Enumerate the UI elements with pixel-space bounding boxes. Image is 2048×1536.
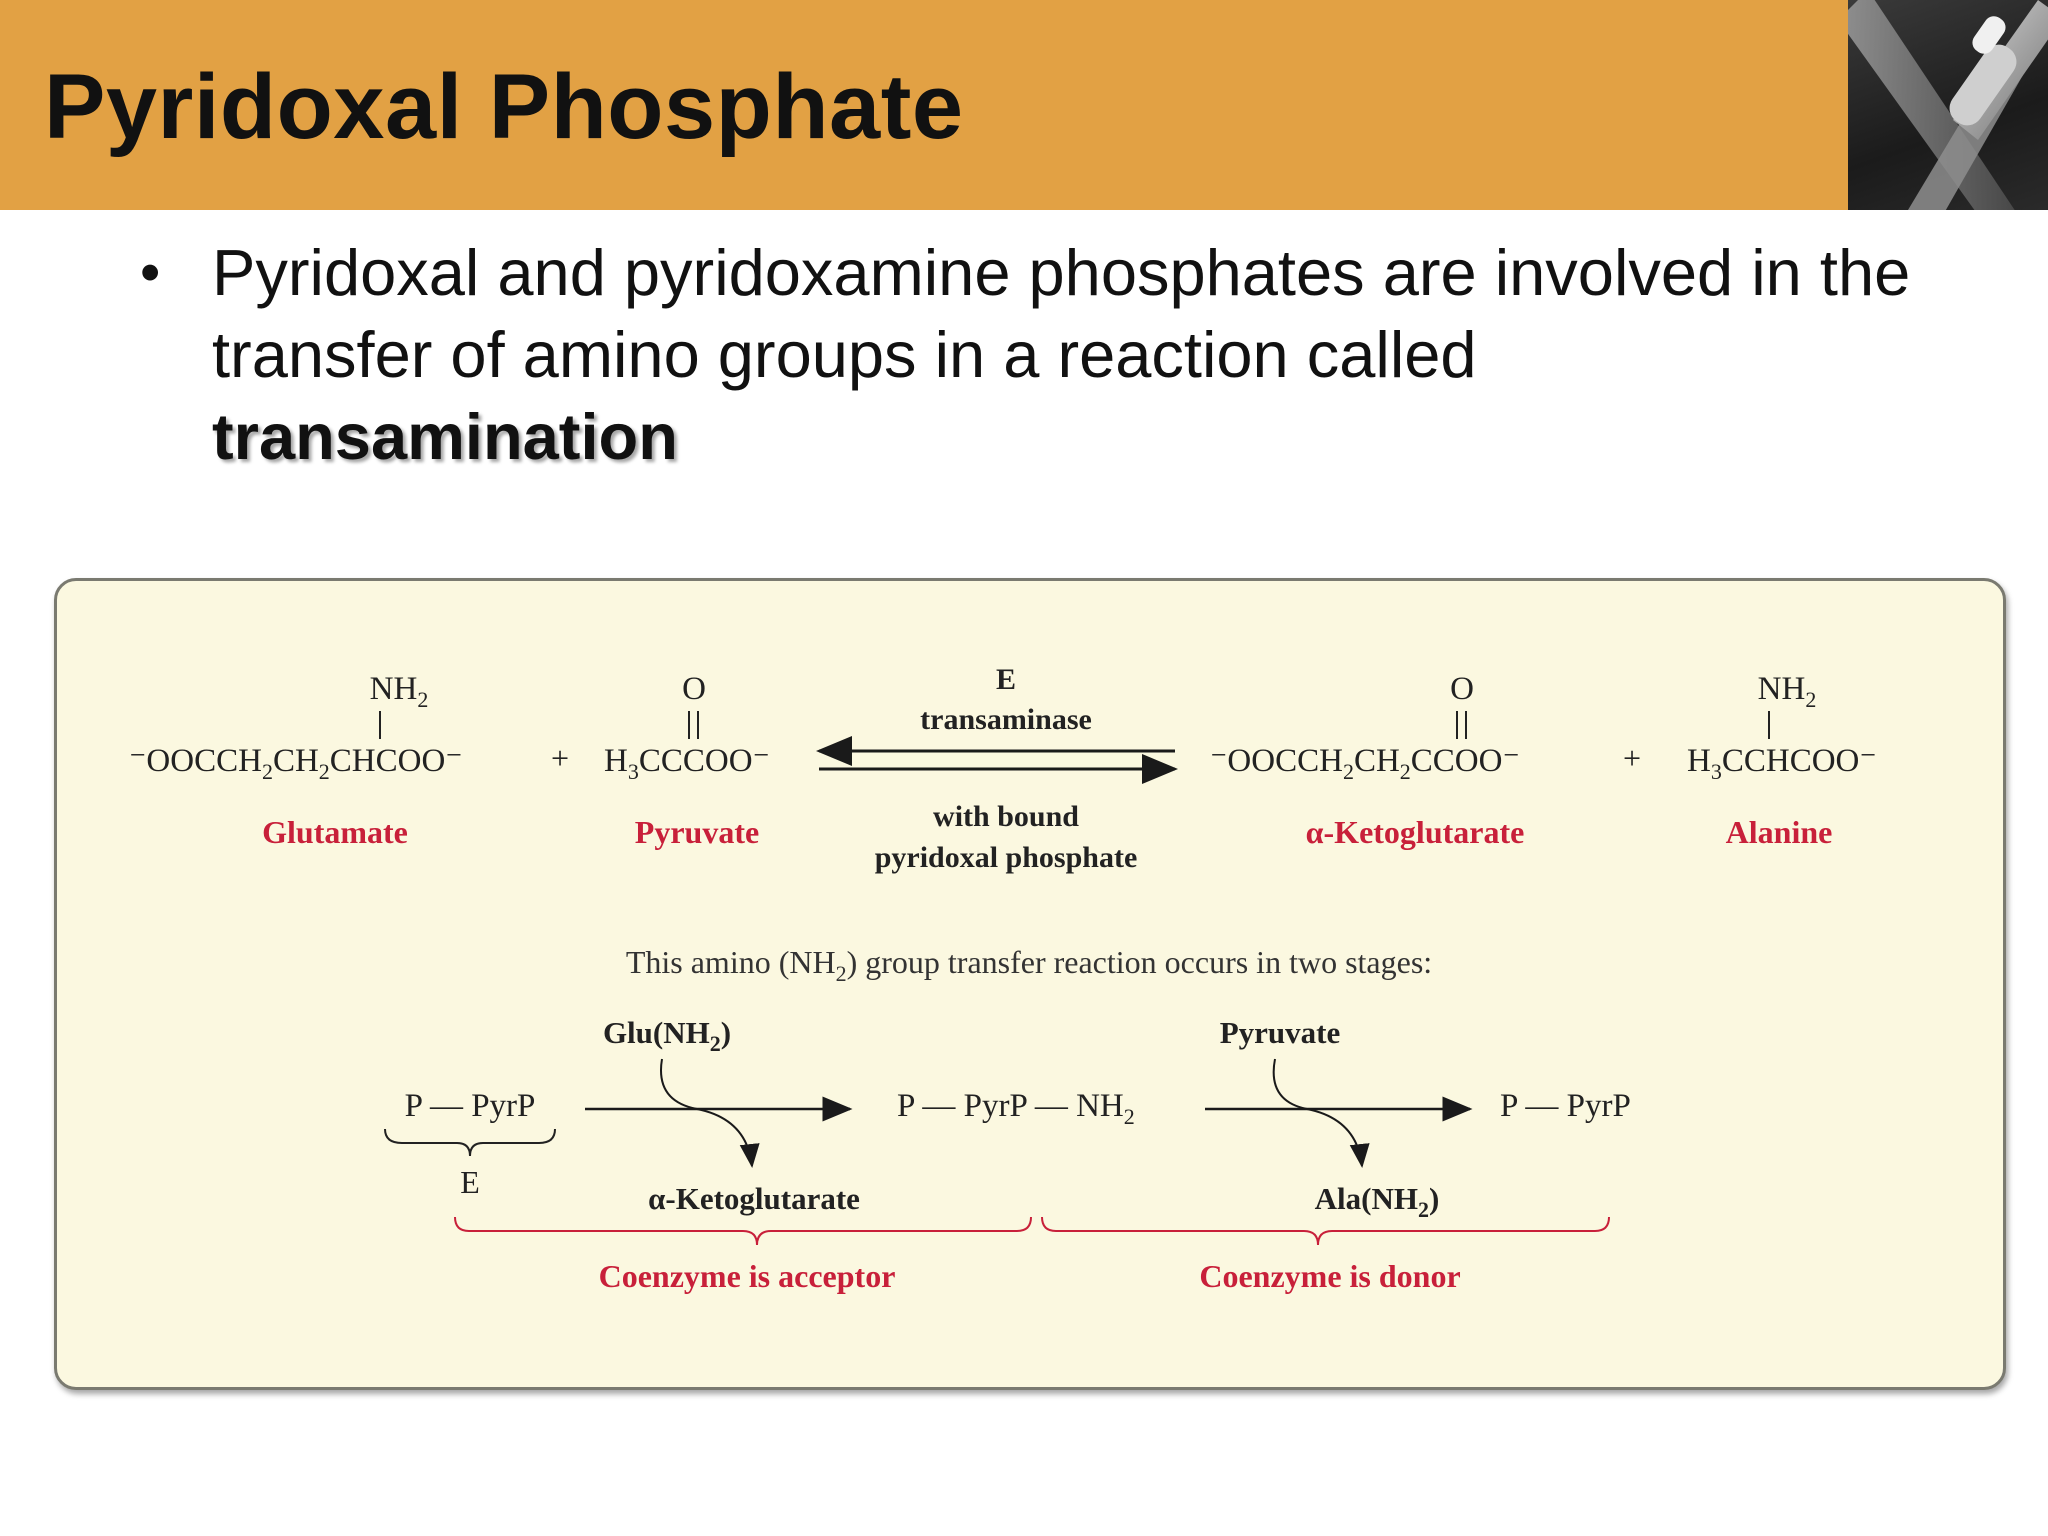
stage1-curved-arrow (660, 1058, 760, 1168)
transamination-figure: NH2 ⁻OOCCH2CH2CHCOO⁻ Glutamate + O H3CCC… (54, 578, 2006, 1390)
with-bound-label: with bound (933, 800, 1079, 833)
bullet-marker: • (140, 240, 161, 305)
akg-output: α-Ketoglutarate (648, 1181, 860, 1216)
bullet-item: Pyridoxal and pyridoxamine phosphates ar… (212, 232, 1952, 478)
start-complex: P — PyrP (405, 1088, 536, 1124)
stage2-curved-arrow (1272, 1058, 1370, 1168)
vitamin-capsule-image (1848, 0, 2048, 210)
stages-caption: This amino (NH2) group transfer reaction… (626, 944, 1432, 986)
enzyme-letter: E (460, 1164, 480, 1200)
glutamate-formula: ⁻OOCCH2CH2CHCOO⁻ (129, 743, 463, 784)
glutamate-nh2: NH2 (370, 671, 429, 712)
ala-output: Ala(NH2) (1315, 1181, 1440, 1222)
acceptor-label: Coenzyme is acceptor (599, 1258, 896, 1294)
corner-decorative-image (1848, 0, 2048, 210)
ketoglutarate-name: α-Ketoglutarate (1306, 814, 1525, 850)
pyruvate-oxygen: O (682, 671, 706, 707)
transaminase-label: transaminase (920, 703, 1092, 736)
ketoglutarate-formula: ⁻OOCCH2CH2CCOO⁻ (1210, 743, 1520, 784)
pyruvate-name: Pyruvate (635, 814, 759, 850)
pyruvate-input: Pyruvate (1220, 1015, 1341, 1050)
pyridoxal-phosphate-label: pyridoxal phosphate (875, 841, 1138, 874)
enzyme-brace (384, 1128, 556, 1157)
alanine-name: Alanine (1726, 814, 1833, 850)
glu-nh2-input: Glu(NH2) (603, 1015, 731, 1056)
donor-label: Coenzyme is donor (1199, 1258, 1460, 1294)
reaction-diagram: NH2 ⁻OOCCH2CH2CHCOO⁻ Glutamate + O H3CCC… (129, 663, 1877, 1294)
middle-complex: P — PyrP — NH2 (897, 1088, 1135, 1129)
bullet-text: Pyridoxal and pyridoxamine phosphates ar… (212, 236, 1911, 391)
pyruvate-formula: H3CCCOO⁻ (604, 743, 770, 784)
alanine-nh2: NH2 (1758, 671, 1817, 712)
plus-sign-2: + (1623, 740, 1641, 776)
plus-sign-1: + (551, 740, 569, 776)
title-banner: Pyridoxal Phosphate (0, 0, 2048, 210)
glutamate-name: Glutamate (262, 814, 408, 850)
end-complex: P — PyrP (1500, 1088, 1631, 1124)
alanine-formula: H3CCHCOO⁻ (1687, 743, 1877, 784)
page-title: Pyridoxal Phosphate (44, 56, 964, 158)
ketoglutarate-oxygen: O (1450, 671, 1474, 707)
bullet-keyword: transamination (212, 400, 678, 473)
acceptor-brace (454, 1216, 1032, 1246)
enzyme-label: E (996, 663, 1016, 696)
donor-brace (1041, 1216, 1610, 1246)
